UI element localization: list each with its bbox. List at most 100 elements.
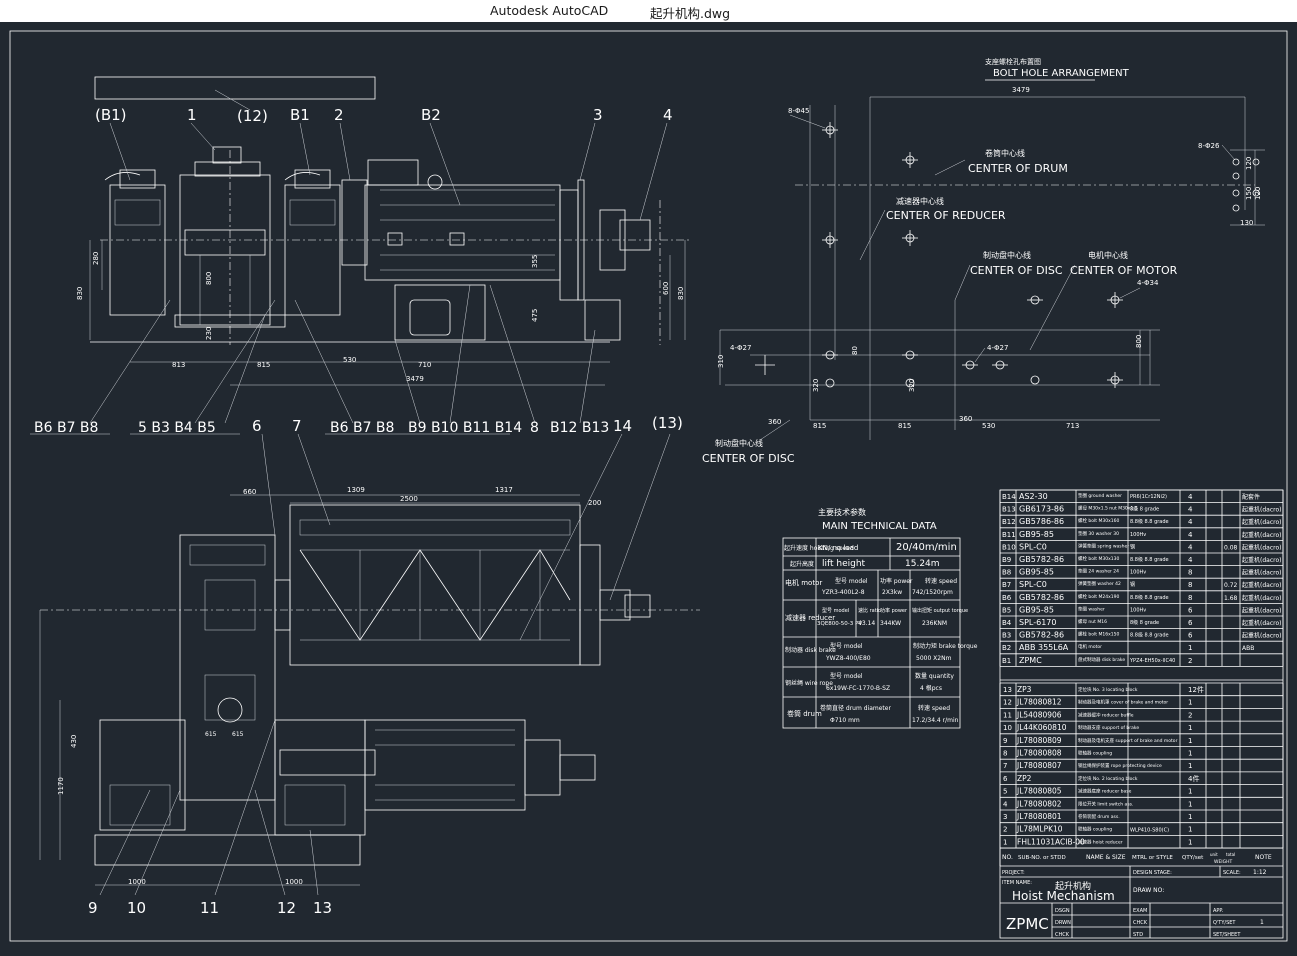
svg-text:制动力矩 brake torque: 制动力矩 brake torque <box>913 642 978 650</box>
svg-text:起升机构: 起升机构 <box>1055 880 1091 892</box>
bom-part-name: 定位块 No. 2 locating block <box>1078 775 1138 782</box>
bom-cell-qty: 8 <box>1188 569 1192 577</box>
svg-text:CHCK: CHCK <box>1055 932 1070 938</box>
drawing-frame <box>9 30 1288 942</box>
svg-text:输出扭矩 output torque: 输出扭矩 output torque <box>912 607 968 614</box>
bom-part-code: ZP2 <box>1017 774 1032 783</box>
bom-cell-qty: 6 <box>1188 606 1193 614</box>
svg-text:lift height: lift height <box>822 559 866 569</box>
svg-text:功率 power: 功率 power <box>880 577 913 585</box>
bom-part-no: 5 <box>1003 788 1007 796</box>
bom-header-qty: QTY/set <box>1182 855 1204 861</box>
svg-text:型号 model: 型号 model <box>822 607 849 614</box>
svg-text:4-Φ34: 4-Φ34 <box>1137 279 1159 287</box>
callout-4: 4 <box>663 106 673 124</box>
svg-text:120: 120 <box>1254 187 1262 200</box>
callout-14: 14 <box>613 417 632 435</box>
bom-cell-name: 弹簧垫圈 spring washer <box>1078 542 1129 549</box>
label-center-of-drum: CENTER OF DRUM <box>968 162 1068 175</box>
svg-text:起升高度: 起升高度 <box>790 560 814 568</box>
bom-cell-mat: 8.8级 8.8 grade <box>1130 518 1169 525</box>
bom-part-code: ZP3 <box>1017 685 1032 694</box>
callout-10: 10 <box>127 899 146 917</box>
svg-text:PROJECT:: PROJECT: <box>1002 870 1025 876</box>
bom-cell-mat: 钢 <box>1130 581 1135 588</box>
bom-cell-no: B6 <box>1002 594 1012 602</box>
svg-text:230: 230 <box>205 327 213 340</box>
bom-cell-code: ABB 355L6A <box>1019 643 1069 652</box>
bom-cell-code: ZPMC <box>1019 656 1042 665</box>
svg-text:320: 320 <box>812 379 820 392</box>
svg-text:615: 615 <box>205 731 217 738</box>
bom-cell-note: 起重机(dacro) <box>1242 556 1281 564</box>
bom-part-code: JL78080801 <box>1016 812 1062 821</box>
bom-cell-name: 电机 motor <box>1078 643 1102 650</box>
callout-12-paren: (12) <box>237 107 268 125</box>
svg-text:速比 ratio: 速比 ratio <box>858 607 881 614</box>
callout-13: 13 <box>313 899 332 917</box>
callout-8: 8 <box>530 420 539 436</box>
svg-text:SCALE:: SCALE: <box>1223 870 1241 876</box>
bom-cell-qty: 4 <box>1188 506 1193 514</box>
bom-cell-qty: 4 <box>1188 493 1193 501</box>
callout-b12-b13: B12 B13 <box>550 420 609 436</box>
bom-cell-name: 盘式制动器 disk brake <box>1078 656 1125 663</box>
bom-cell-no: B11 <box>1002 531 1016 539</box>
bom-part-name: 联轴器 coupling <box>1078 750 1112 757</box>
svg-text:80: 80 <box>851 346 859 355</box>
bom-part-no: 11 <box>1003 711 1012 719</box>
bom-cell-code: GB95-85 <box>1019 568 1054 577</box>
svg-text:815: 815 <box>813 422 826 430</box>
bom-cell-mat: 钢 <box>1130 543 1135 550</box>
bom-part-qty: 4件 <box>1188 774 1199 783</box>
svg-text:710: 710 <box>418 361 431 369</box>
svg-text:1:12: 1:12 <box>1253 869 1267 876</box>
svg-text:1309: 1309 <box>347 486 365 494</box>
bom-cell-weight: 0.08 <box>1224 544 1238 551</box>
bom-cell-qty: 4 <box>1188 518 1193 526</box>
svg-text:15.24m: 15.24m <box>905 559 940 569</box>
bom-part-mat: WLP410-S80(C) <box>1130 828 1169 834</box>
svg-text:Q'TY/SET: Q'TY/SET <box>1213 920 1236 926</box>
svg-text:制动盘中心线: 制动盘中心线 <box>715 438 763 448</box>
svg-text:卷筒直径 drum diameter: 卷筒直径 drum diameter <box>820 704 891 712</box>
bom-cell-mat: 8级 8 grade <box>1130 506 1159 513</box>
bom-part-name: 联轴器 coupling <box>1078 826 1112 833</box>
bom-header-mat: MTRL or STYLE <box>1132 855 1173 861</box>
svg-text:3QE800-50-3 PV: 3QE800-50-3 PV <box>817 621 862 627</box>
bom-cell-code: SPL-C0 <box>1019 580 1047 589</box>
bom-cell-no: B12 <box>1002 518 1016 526</box>
svg-text:1000: 1000 <box>128 878 146 886</box>
cad-drawing[interactable]: (B1) 1 (12) B1 2 B2 3 4 B6 B7 B8 5 B3 B4… <box>0 22 1297 952</box>
svg-text:电机 motor: 电机 motor <box>785 578 822 587</box>
svg-text:EXAM: EXAM <box>1133 908 1147 914</box>
bom-part-qty: 2 <box>1188 711 1192 719</box>
svg-text:4-Φ27: 4-Φ27 <box>730 344 751 352</box>
svg-text:APP.: APP. <box>1213 908 1224 914</box>
svg-text:CHCK: CHCK <box>1133 920 1148 926</box>
bom-cell-mat: PR6(1Cr12Ni2) <box>1130 494 1167 500</box>
svg-text:3479: 3479 <box>1012 86 1030 94</box>
drawing-name: Hoist Mechanism <box>1012 889 1115 903</box>
svg-text:2500: 2500 <box>400 495 418 503</box>
bom-part-no: 8 <box>1003 750 1007 758</box>
bom-cell-note: ABB <box>1242 645 1254 652</box>
bom-cell-mat: YPZ4-EH50x-IIC40 <box>1129 658 1175 664</box>
bom-cell-no: B9 <box>1002 556 1011 564</box>
drawing-canvas[interactable]: (B1) 1 (12) B1 2 B2 3 4 B6 B7 B8 5 B3 B4… <box>0 22 1297 952</box>
svg-text:200: 200 <box>588 499 601 507</box>
svg-text:数量 quantity: 数量 quantity <box>915 672 954 680</box>
svg-text:起升速度 hoisting speed: 起升速度 hoisting speed <box>784 544 854 552</box>
bom-cell-name: 垫圈 30 washer 30 <box>1078 530 1119 537</box>
callout-2: 2 <box>334 106 344 124</box>
callout-b6-b7-b8-right: B6 B7 B8 <box>330 420 394 436</box>
svg-text:310: 310 <box>717 355 725 368</box>
bom-cell-no: B8 <box>1002 569 1011 577</box>
svg-text:742/1520rpm: 742/1520rpm <box>912 589 953 596</box>
bom-cell-weight: 1.68 <box>1224 595 1238 602</box>
svg-text:DSGN: DSGN <box>1055 908 1070 914</box>
bom-part-no: 13 <box>1003 686 1012 694</box>
label-center-of-disc-lower: CENTER OF DISC <box>702 452 795 465</box>
bom-cell-note: 起重机(dacro) <box>1242 581 1281 589</box>
bom-part-no: 7 <box>1003 762 1007 770</box>
